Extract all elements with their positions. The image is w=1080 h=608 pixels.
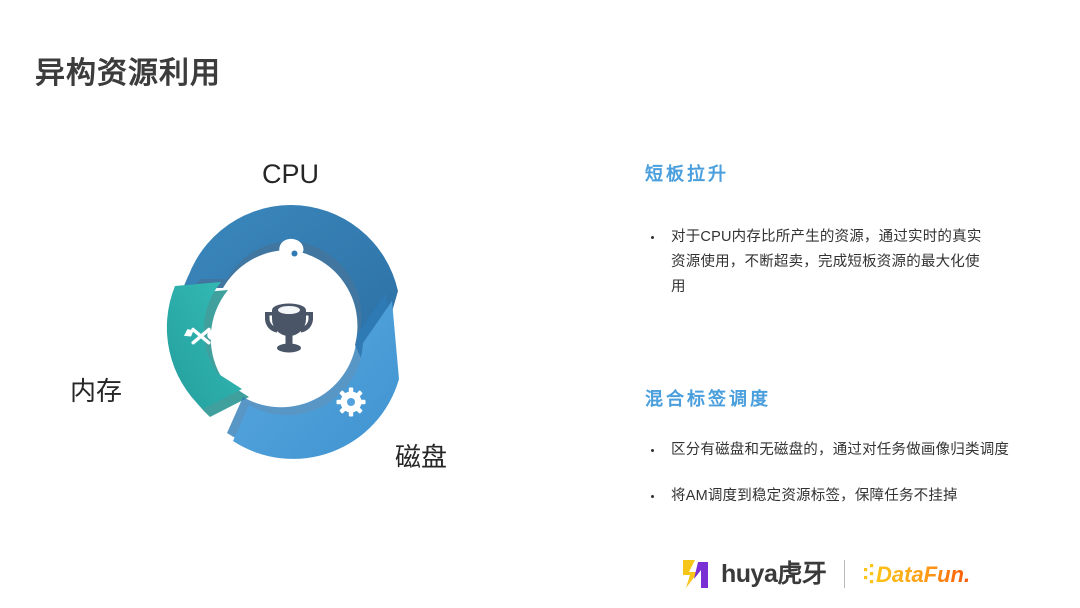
disk-segment-body: [233, 301, 399, 459]
cycle-segment-disk: [227, 293, 399, 459]
footer-logos: huya虎牙 DataFun.: [680, 552, 995, 596]
memory-segment-body: [166, 282, 242, 409]
huya-logo: huya虎牙: [680, 557, 827, 591]
cpu-segment-body: [183, 205, 398, 371]
datafun-logo-icon: DataFun.: [864, 562, 970, 587]
tools-icon: [183, 327, 216, 345]
diagram-label-disk: 磁盘: [395, 442, 448, 472]
list-item: 将AM调度到稳定资源标签，保障任务不挂掉: [645, 484, 1045, 509]
huya-mark-icon: [683, 560, 708, 588]
cycle-segment-cpu: [179, 205, 398, 380]
list-item: 区分有磁盘和无磁盘的，通过对任务做画像归类调度: [645, 438, 1045, 463]
chip-icon: [279, 238, 304, 262]
cycle-segment-memory: [166, 282, 249, 417]
diagram-label-memory: 内存: [70, 376, 123, 406]
section-heading-mixed-label: 混合标签调度: [645, 389, 771, 409]
resource-cycle-diagram: CPU 内存 磁盘: [60, 145, 510, 515]
cycle-svg: [166, 205, 399, 459]
datafun-logo-text: DataFun.: [876, 562, 970, 587]
list-item: 对于CPU内存比所产生的资源，通过实时的真实资源使用，不断超卖，完成短板资源的最…: [645, 225, 990, 300]
footer-divider: [844, 560, 846, 588]
huya-logo-text: huya虎牙: [721, 559, 827, 588]
bullet-list-mixed-label: 区分有磁盘和无磁盘的，通过对任务做画像归类调度 将AM调度到稳定资源标签，保障任…: [645, 438, 1045, 509]
datafun-logo: DataFun.: [863, 559, 995, 589]
trophy-icon: [265, 303, 313, 353]
gear-icon: [336, 387, 366, 417]
page-title: 异构资源利用: [35, 57, 221, 90]
bullet-list-short-board: 对于CPU内存比所产生的资源，通过实时的真实资源使用，不断超卖，完成短板资源的最…: [645, 225, 990, 300]
diagram-label-cpu: CPU: [262, 159, 320, 189]
section-heading-short-board: 短板拉升: [645, 164, 729, 184]
